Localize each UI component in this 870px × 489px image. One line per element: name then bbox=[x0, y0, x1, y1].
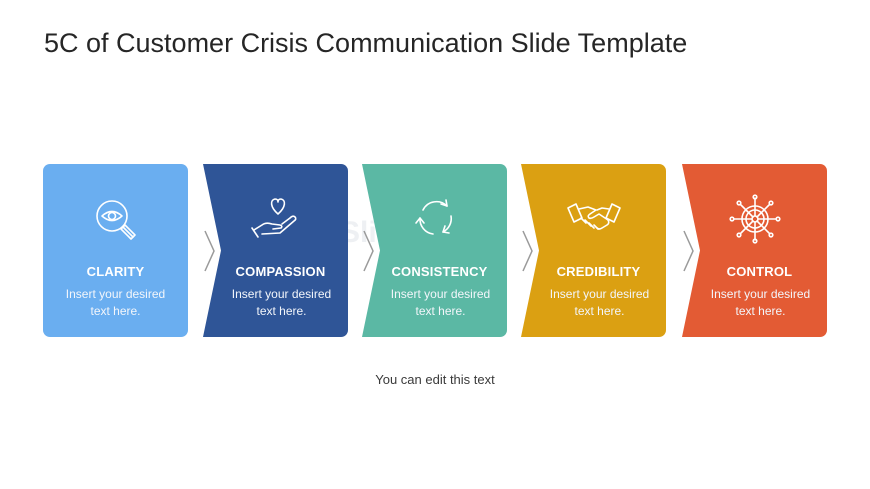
ship-wheel-icon bbox=[727, 194, 783, 244]
card-description: Insert your desired text here. bbox=[710, 287, 811, 318]
card-description: Insert your desired text here. bbox=[390, 287, 491, 318]
heart-in-hand-icon bbox=[248, 194, 304, 244]
magnifier-eye-icon bbox=[88, 194, 144, 244]
card-description: Insert your desired text here. bbox=[231, 287, 332, 318]
slide-title: 5C of Customer Crisis Communication Slid… bbox=[44, 28, 688, 58]
card-label: CONSISTENCY bbox=[391, 264, 488, 279]
chevron-right-icon bbox=[363, 230, 375, 272]
footer-caption: You can edit this text bbox=[375, 372, 495, 387]
card-label: CLARITY bbox=[86, 264, 145, 279]
card-compassion[interactable]: COMPASSION Insert your desired text here… bbox=[203, 164, 348, 337]
chevron-right-icon bbox=[204, 230, 216, 272]
chevron-right-icon bbox=[683, 230, 695, 272]
chevron-right-icon bbox=[522, 230, 534, 272]
card-label: CREDIBILITY bbox=[556, 264, 641, 279]
handshake-icon bbox=[566, 194, 622, 244]
card-description: Insert your desired text here. bbox=[549, 287, 650, 318]
card-description: Insert your desired text here. bbox=[65, 287, 166, 318]
card-label: COMPASSION bbox=[235, 264, 326, 279]
card-clarity[interactable]: CLARITY Insert your desired text here. bbox=[43, 164, 188, 337]
refresh-cycle-icon bbox=[407, 194, 463, 244]
card-control[interactable]: CONTROL Insert your desired text here. bbox=[682, 164, 827, 337]
card-label: CONTROL bbox=[726, 264, 793, 279]
card-credibility[interactable]: CREDIBILITY Insert your desired text her… bbox=[521, 164, 666, 337]
card-consistency[interactable]: CONSISTENCY Insert your desired text her… bbox=[362, 164, 507, 337]
